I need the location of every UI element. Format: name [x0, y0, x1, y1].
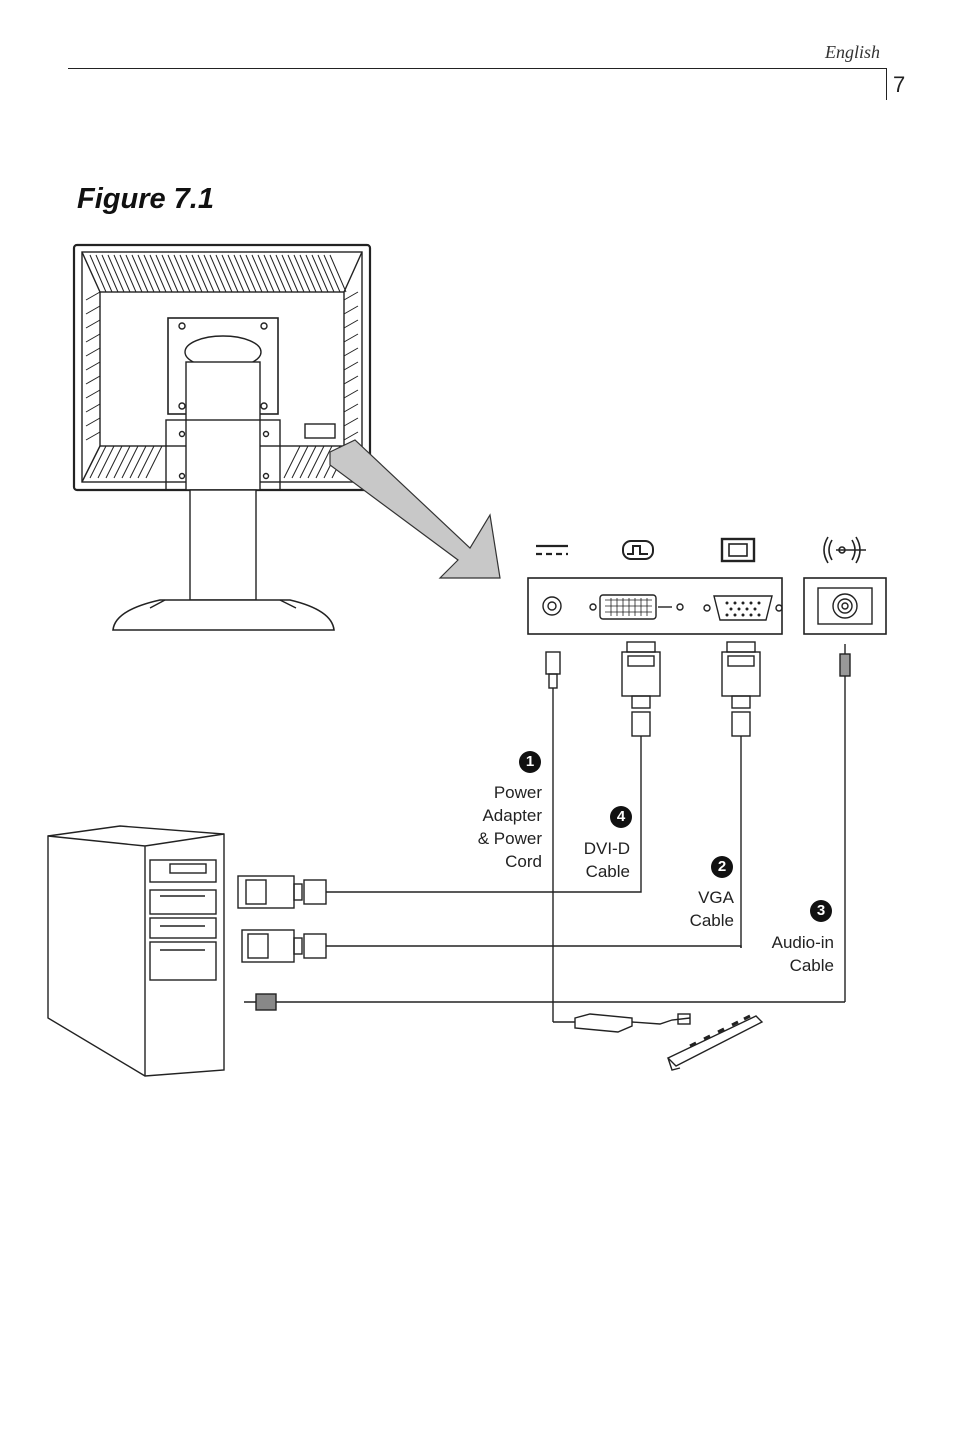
dvi-plug — [621, 641, 661, 890]
callout-number-3: 3 — [810, 900, 832, 922]
port-panel — [527, 577, 887, 635]
power-strip — [666, 1014, 764, 1071]
label-line: Power — [493, 783, 542, 802]
page-number: 7 — [893, 72, 906, 97]
header-vertical-rule — [886, 68, 887, 100]
label-line: VGA — [698, 888, 734, 907]
audio-plug — [839, 644, 851, 1002]
callout-number-4: 4 — [610, 806, 632, 828]
label-line: Cable — [689, 911, 734, 930]
label-line: Adapter — [482, 806, 542, 825]
label-line: Audio-in — [771, 933, 834, 952]
vga-monitor-icon — [720, 537, 756, 563]
figure-title: Figure 7.1 — [77, 183, 214, 215]
pc-tower-illustration — [47, 825, 225, 1077]
callout-label-power: Power Adapter & Power Cord — [440, 781, 542, 873]
callout-arrow — [329, 439, 501, 579]
monitor-rear-illustration — [72, 243, 372, 631]
label-line: DVI-D — [583, 839, 630, 858]
power-adapter-brick — [553, 1013, 691, 1033]
dvi-digital-icon — [622, 540, 654, 560]
callout-label-audio: Audio-in Cable — [750, 931, 834, 977]
header-language: English — [824, 42, 880, 62]
label-line: Cord — [505, 852, 542, 871]
pc-vga-connector — [241, 929, 742, 963]
pc-dvi-connector — [237, 875, 642, 909]
dc-power-icon — [536, 544, 568, 556]
label-line: Cable — [585, 862, 630, 881]
vga-plug — [721, 641, 761, 948]
power-plug — [545, 651, 561, 1022]
label-line: & Power — [477, 829, 542, 848]
header-rule — [68, 68, 886, 69]
callout-number-1: 1 — [519, 751, 541, 773]
callout-label-dvi: DVI-D Cable — [560, 837, 630, 883]
callout-number-2: 2 — [711, 856, 733, 878]
pc-audio-connector — [244, 993, 845, 1011]
callout-label-vga: VGA Cable — [660, 886, 734, 932]
label-line: Cable — [789, 956, 834, 975]
audio-in-icon — [823, 536, 866, 564]
